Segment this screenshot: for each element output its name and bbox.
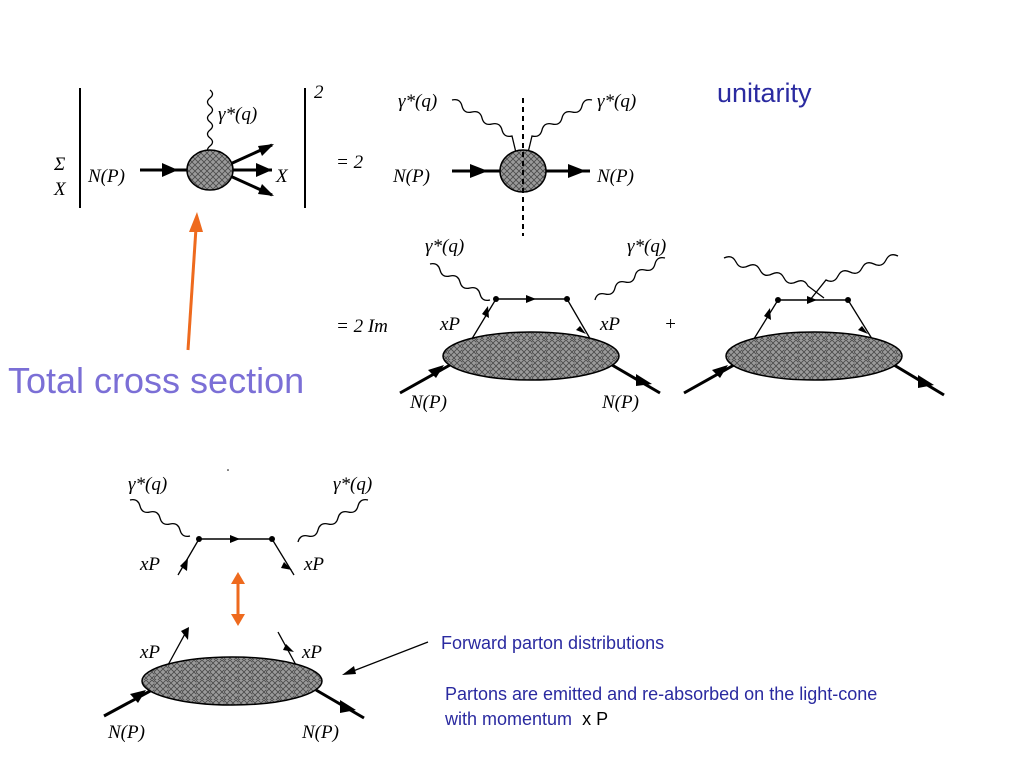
partons-line-2: with momentum x P [445,707,877,732]
handbag-direct-diagram: = 2 Im γ*(q) γ*(q) xP xP N(P) N(P) + [336,236,677,413]
pointer-arrow-black [342,641,429,675]
xp-label-right: xP [303,554,324,575]
plus-sign: + [664,314,677,335]
forward-compton-cut-diagram: = 2 γ*(q) γ*(q) N(P) N(P) [336,91,636,236]
nucleon-label-in: N(P) [392,166,430,187]
nucleon-label-out: N(P) [301,722,339,743]
photon-line [206,89,214,155]
nucleon-label-out: N(P) [601,392,639,413]
parton-subprocess-diagram: γ*(q) γ*(q) xP xP [128,469,372,576]
photon-label-left: γ*(q) [128,474,167,495]
square-exponent: 2 [314,82,324,103]
nucleon-label-in: N(P) [409,392,447,413]
parton-distribution-diagram: xP xP N(P) N(P) [103,627,365,743]
equals-two: = 2 [336,152,364,173]
proton-blob [141,656,323,706]
nucleon-label-out: N(P) [596,166,634,187]
momentum-xp: x P [582,709,609,729]
partons-line-1: Partons are emitted and re-absorbed on t… [445,684,878,704]
photon-label-right: γ*(q) [333,474,372,495]
proton-blob [442,331,620,381]
equals-two-im: = 2 Im [336,316,388,337]
partons-description: Partons are emitted and re-absorbed on t… [445,682,877,732]
photon-label: γ*(q) [218,104,257,125]
forward-parton-label: Forward parton distributions [441,633,665,653]
unitarity-label: unitarity [717,78,812,108]
xp-label-right: xP [301,642,322,663]
interaction-blob [186,149,234,191]
handbag-crossed-diagram [683,254,945,397]
amplitude-squared-diagram: Σ X 2 N(P) γ*(q) X [53,82,324,208]
xp-label-right: xP [599,314,620,335]
nucleon-label-in: N(P) [107,722,145,743]
orange-pointer-arrow [186,212,203,351]
double-arrow-orange [231,572,245,626]
xp-label-left: xP [439,314,460,335]
total-cross-section-label: Total cross section [8,360,305,401]
xp-label-left: xP [139,554,160,575]
xp-label-left: xP [139,642,160,663]
momentum-prefix: with momentum [445,709,573,729]
photon-label-left: γ*(q) [425,236,464,257]
photon-label-left: γ*(q) [398,91,437,112]
sigma-symbol: Σ [53,154,65,175]
photon-label-right: γ*(q) [597,91,636,112]
photon-label-right: γ*(q) [627,236,666,257]
nucleon-label: N(P) [87,166,125,187]
final-state-x: X [275,166,289,187]
sum-index-x: X [53,179,67,200]
